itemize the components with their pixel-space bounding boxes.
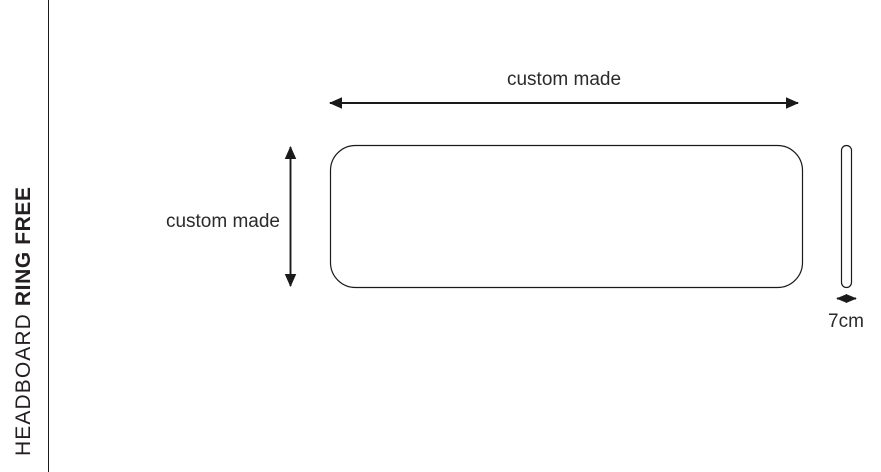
headboard-front-outline	[329, 144, 804, 289]
width-dimension-label: custom made	[506, 69, 622, 90]
depth-dimension-label: 7cm	[828, 311, 864, 332]
headboard-side-profile	[840, 144, 853, 289]
rail-divider	[48, 0, 49, 472]
height-dimension-label: custom made	[165, 211, 280, 232]
